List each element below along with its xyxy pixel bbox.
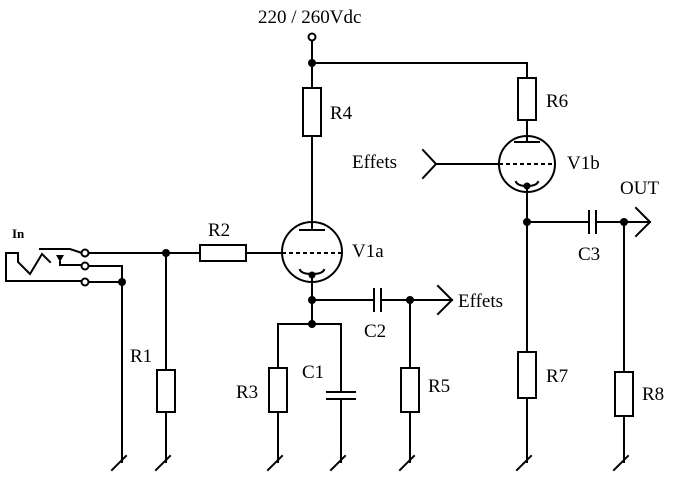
effects-return-label: Effets <box>352 152 397 173</box>
label-c3: C3 <box>578 244 600 265</box>
input-label: In <box>12 226 25 241</box>
effects-send-branch <box>308 284 454 369</box>
resistor-r6 <box>517 77 537 143</box>
output-label: OUT <box>620 178 659 199</box>
input-wiring <box>88 249 201 472</box>
label-r2: R2 <box>208 220 230 241</box>
output-branch <box>523 206 652 373</box>
label-v1b: V1b <box>567 153 600 174</box>
label-r6: R6 <box>546 91 568 112</box>
label-c2: C2 <box>364 321 386 342</box>
resistor-r8 <box>612 371 634 472</box>
label-r8: R8 <box>642 384 664 405</box>
label-c1: C1 <box>302 362 324 383</box>
label-r7: R7 <box>546 366 568 387</box>
label-r5: R5 <box>428 376 450 397</box>
effects-return-arrow <box>421 148 500 180</box>
label-v1a: V1a <box>352 241 384 262</box>
triode-v1a <box>281 221 343 325</box>
resistor-r5 <box>398 367 420 472</box>
supply-voltage-label: 220 / 260Vdc <box>258 7 361 28</box>
label-r1: R1 <box>130 346 152 367</box>
capacitor-c1 <box>326 391 356 472</box>
resistor-r1 <box>154 369 176 472</box>
effects-send-label: Effets <box>458 291 503 312</box>
resistor-r7 <box>515 351 537 472</box>
label-r3: R3 <box>236 382 258 403</box>
triode-v1b <box>498 135 556 353</box>
resistor-r3 <box>266 367 288 472</box>
supply-rail <box>307 32 528 89</box>
label-r4: R4 <box>330 103 353 124</box>
cathode-network <box>277 320 342 393</box>
input-jack <box>5 248 90 287</box>
resistor-r4 <box>302 87 322 223</box>
resistor-r2 <box>199 244 285 262</box>
